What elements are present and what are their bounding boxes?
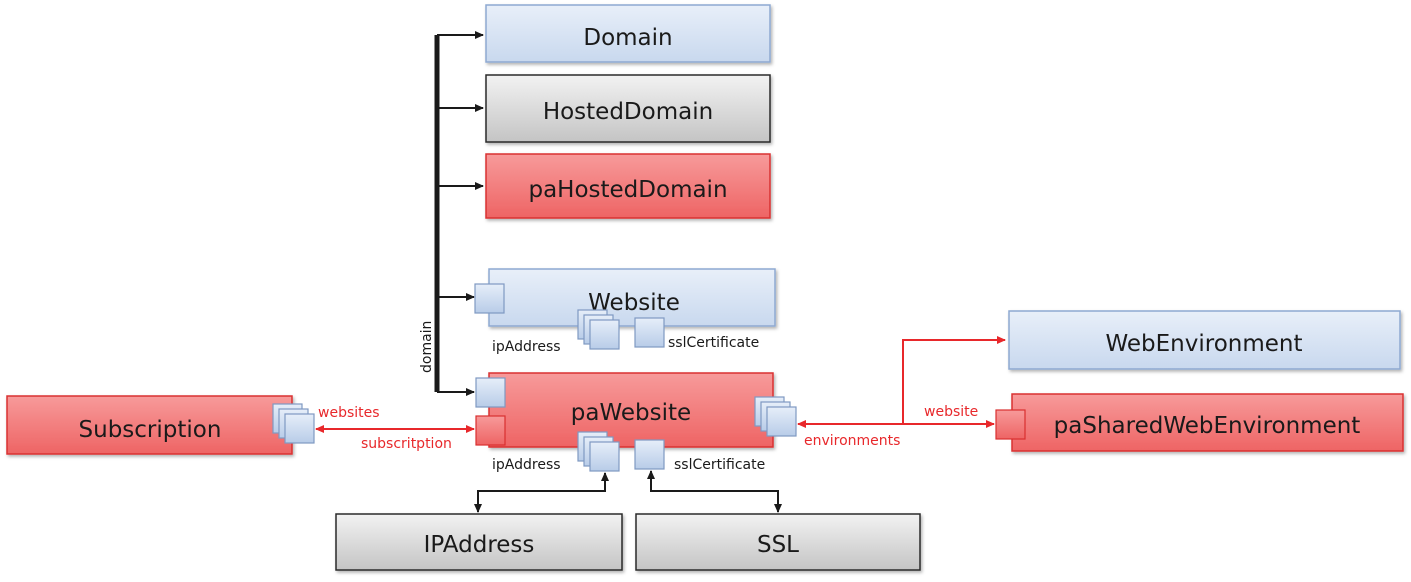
pa-website-ip-address-label: ipAddress <box>492 457 561 473</box>
domain-relation-label: domain <box>419 321 435 373</box>
pa-website-domain-port <box>475 377 506 408</box>
pa-shared-web-environment-box[interactable]: paSharedWebEnvironment <box>1011 393 1404 452</box>
web-environment-box-label: WebEnvironment <box>1105 331 1302 357</box>
pa-website-ip-address-port-stack <box>577 431 620 472</box>
web-environment-box[interactable]: WebEnvironment <box>1008 310 1401 370</box>
domain-box-label: Domain <box>583 25 672 51</box>
pa-hosted-domain-box[interactable]: paHostedDomain <box>485 153 771 219</box>
websites-relation-label: websites <box>318 405 380 421</box>
pa-shared-web-environment-website-port <box>995 409 1026 440</box>
subscription-box[interactable]: Subscription <box>6 395 293 455</box>
ssl-box-label: SSL <box>757 532 799 558</box>
website-box[interactable]: Website <box>488 268 776 327</box>
ssl-box[interactable]: SSL <box>635 513 921 571</box>
environments-relation-label: environments <box>804 433 900 449</box>
pa-website-box[interactable]: paWebsite <box>488 372 774 448</box>
pa-website-box-label: paWebsite <box>571 400 691 426</box>
domain-box[interactable]: Domain <box>485 4 771 63</box>
pa-website-subscription-port <box>475 415 506 446</box>
pa-shared-web-environment-box-label: paSharedWebEnvironment <box>1054 413 1361 439</box>
website-relation-label: website <box>924 404 978 420</box>
website-ip-address-port-stack <box>577 309 620 350</box>
pa-hosted-domain-box-label: paHostedDomain <box>528 177 727 203</box>
subscription-relation-label: subscritption <box>361 436 452 452</box>
ip-address-box-label: IPAddress <box>424 532 535 558</box>
ip-address-relation-line <box>474 472 609 513</box>
hosted-domain-box[interactable]: HostedDomain <box>485 74 771 143</box>
pa-website-ssl-certificate-label: sslCertificate <box>674 457 765 473</box>
inheritance-trunk <box>434 31 484 396</box>
ssl-relation-line <box>647 470 782 513</box>
pa-website-environments-port-stack <box>754 396 797 437</box>
web-environment-inheritance-line <box>902 336 1006 424</box>
subscription-websites-port-stack <box>272 403 315 444</box>
website-ip-address-label: ipAddress <box>492 339 561 355</box>
subscription-box-label: Subscription <box>79 417 222 443</box>
website-domain-port <box>474 283 505 314</box>
hosted-domain-box-label: HostedDomain <box>543 99 713 125</box>
website-ssl-certificate-port <box>634 317 665 348</box>
pa-website-ssl-certificate-port <box>634 439 665 470</box>
ip-address-box[interactable]: IPAddress <box>335 513 623 571</box>
website-ssl-certificate-label: sslCertificate <box>668 335 759 351</box>
